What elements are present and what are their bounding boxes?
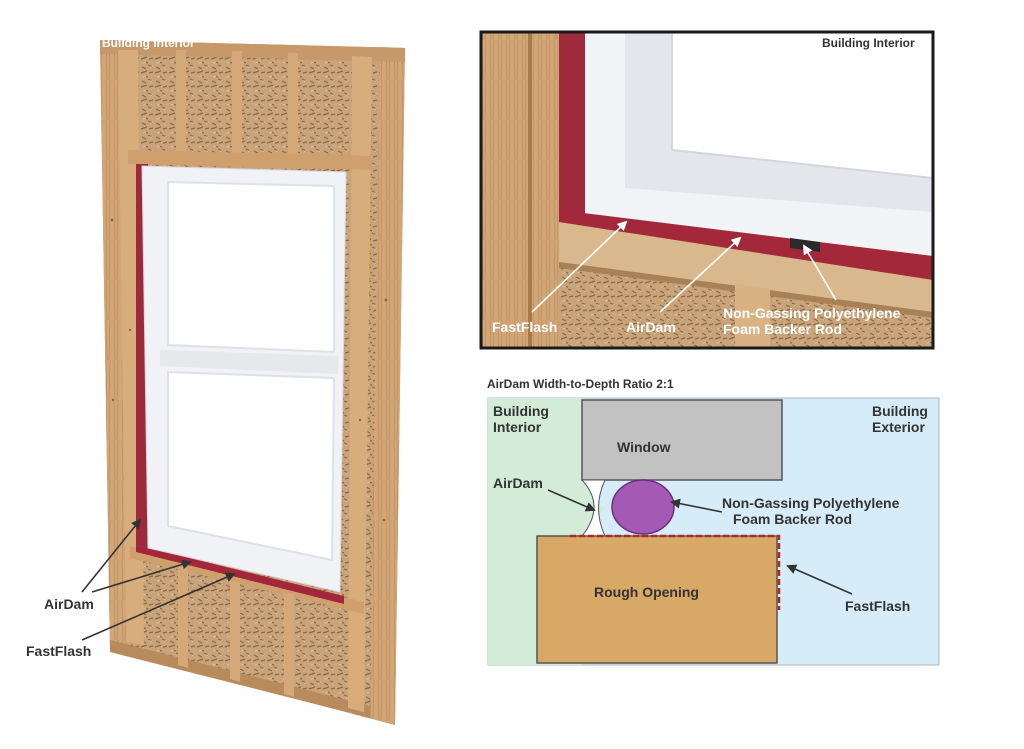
- left-corner-label: Building Interior: [102, 36, 195, 50]
- photo-backer-rod-arrow: [802, 244, 837, 301]
- section-airdam-arrow: [547, 489, 596, 512]
- rough-opening-block: [536, 535, 778, 664]
- backer-rod: [611, 479, 675, 535]
- photo-fastflash-sill: [559, 210, 933, 282]
- right-outer-stud: [370, 47, 405, 725]
- wall-framing-illustration: [100, 40, 405, 725]
- bottom-cripple-studs: [178, 566, 294, 697]
- photo-airdam-label: AirDam: [626, 319, 676, 335]
- photo-fastflash-label: FastFlash: [492, 319, 557, 335]
- photo-callout-arrows: [531, 220, 837, 313]
- top-plate: [100, 40, 405, 62]
- section-backer-rod-arrow: [670, 498, 723, 513]
- photo-fastflash-arrow: [531, 220, 628, 313]
- window-upper-glass: [167, 180, 335, 354]
- left-airdam-label: AirDam: [44, 596, 94, 612]
- fastflash-arrow: [81, 572, 236, 641]
- window-lower-glass: [167, 370, 336, 562]
- wood-knots: [110, 218, 388, 522]
- photo-sill-plate: [559, 222, 933, 312]
- section-diagram: [487, 397, 940, 666]
- photo-corner-label: Building Interior: [822, 36, 915, 50]
- section-diagram-title: AirDam Width-to-Depth Ratio 2:1: [487, 377, 674, 391]
- photo-backer-rod-label-line1: Non-Gassing Polyethylene: [723, 305, 901, 321]
- fastflash-dashed-line: [570, 534, 781, 610]
- left-callout-arrows: [81, 518, 236, 641]
- left-fastflash-label: FastFlash: [26, 643, 91, 659]
- right-jack-stud: [348, 56, 372, 712]
- section-backer-rod-label-line1: Non-Gassing Polyethylene: [722, 495, 900, 511]
- section-callout-arrows: [547, 489, 853, 595]
- interior-label-line2: Interior: [493, 419, 542, 435]
- airdam-arrow-2: [91, 559, 192, 593]
- closeup-photo: [479, 30, 935, 350]
- photo-border: [479, 30, 935, 350]
- window-label: Window: [617, 439, 671, 455]
- exterior-label-line1: Building: [872, 403, 928, 419]
- left-outer-stud: [100, 40, 126, 652]
- photo-backer-rod-label-line2: Foam Backer Rod: [723, 321, 842, 337]
- photo-stud: [481, 32, 559, 348]
- photo-airdam-arrow: [659, 236, 742, 313]
- window-header: [128, 150, 372, 170]
- section-backer-rod-label-line2: Foam Backer Rod: [733, 511, 852, 527]
- photo-stud-edge: [528, 32, 532, 348]
- airdam-arrow-1: [81, 518, 142, 593]
- window-meeting-rail: [160, 350, 338, 374]
- photo-fastflash-vertical: [559, 32, 585, 222]
- photo-lower-stud: [735, 284, 770, 348]
- section-fastflash-label: FastFlash: [845, 598, 910, 614]
- top-cripple-studs: [176, 50, 298, 157]
- section-fastflash-arrow: [786, 564, 853, 595]
- rough-opening-label: Rough Opening: [594, 584, 699, 600]
- interior-label-line1: Building: [493, 403, 549, 419]
- section-airdam-label: AirDam: [493, 475, 543, 491]
- window-block: [581, 399, 783, 481]
- exterior-label-line2: Exterior: [872, 419, 925, 435]
